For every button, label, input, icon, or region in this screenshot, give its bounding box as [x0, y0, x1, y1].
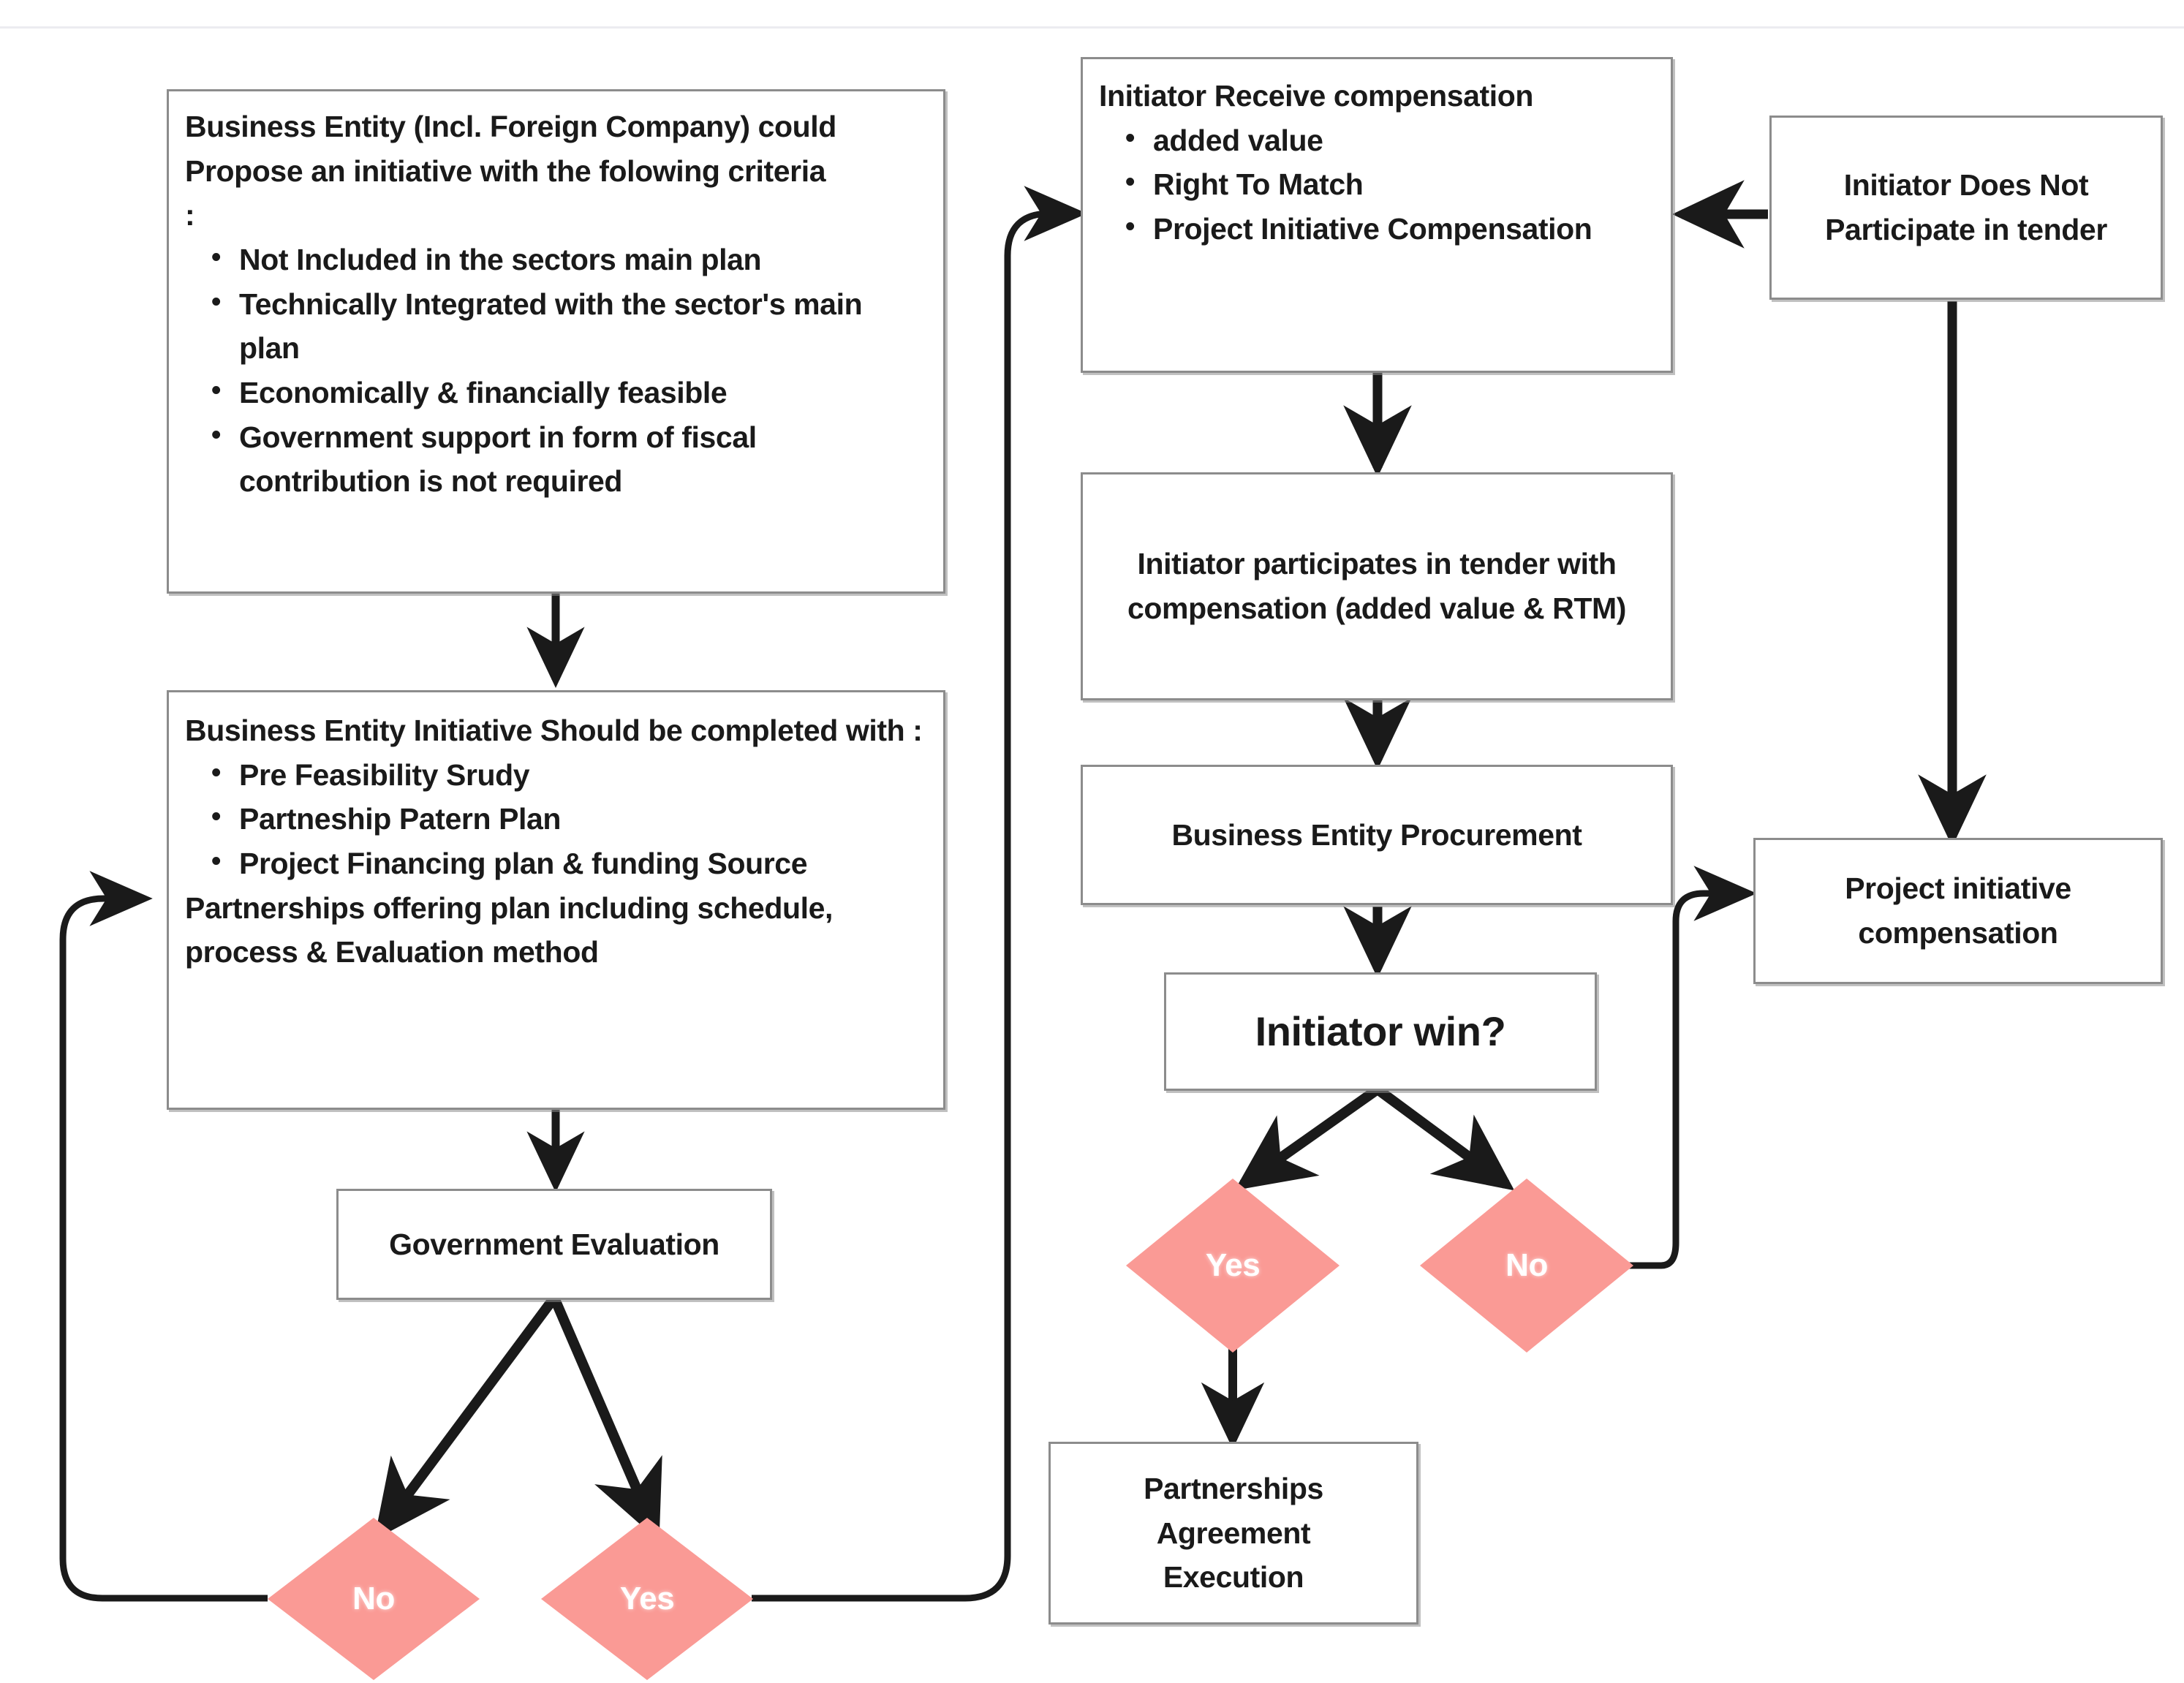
- decision-label: No: [352, 1581, 395, 1616]
- node-business-entity-procurement[interactable]: Business Entity Procurement: [1081, 765, 1673, 905]
- government-evaluation-label: Government Evaluation: [389, 1227, 719, 1261]
- decision-label: Yes: [619, 1581, 675, 1616]
- decision-label: No: [1505, 1247, 1548, 1283]
- diamond-shape: No: [1420, 1179, 1633, 1353]
- edge-evaluation-to-no: [374, 1294, 559, 1540]
- edge-win-to-no: [1374, 1085, 1515, 1191]
- node-project-initiative-compensation[interactable]: Project initiative compensation: [1753, 838, 2163, 984]
- receive-compensation-heading: Initiator Receive compensation: [1099, 79, 1534, 113]
- list-item: Economically & financially feasible: [211, 370, 927, 415]
- diamond-shape: No: [268, 1518, 480, 1680]
- list-item: Technically Integrated with the sector's…: [211, 281, 927, 371]
- initiative-completion-bullets: Pre Feasibility Srudy Partneship Patern …: [185, 752, 927, 886]
- top-divider-rule: [0, 26, 2184, 29]
- node-initiator-win[interactable]: Initiator win?: [1164, 972, 1597, 1091]
- node-proposal-criteria[interactable]: Business Entity (Incl. Foreign Company) …: [167, 89, 945, 594]
- proposal-criteria-heading: Business Entity (Incl. Foreign Company) …: [185, 110, 836, 232]
- decision-win-yes[interactable]: Yes: [1126, 1179, 1340, 1353]
- initiative-completion-heading: Business Entity Initiative Should be com…: [185, 714, 923, 747]
- node-government-evaluation[interactable]: Government Evaluation: [336, 1189, 772, 1300]
- list-item: Project Initiative Compensation: [1125, 206, 1655, 251]
- node-initiative-completion[interactable]: Business Entity Initiative Should be com…: [167, 690, 945, 1110]
- node-initiator-does-not-participate[interactable]: Initiator Does Not Participate in tender: [1769, 116, 2163, 300]
- edge-evaluation-to-yes: [549, 1296, 662, 1541]
- list-item: Not Included in the sectors main plan: [211, 237, 927, 282]
- list-item: Partneship Patern Plan: [211, 796, 927, 842]
- partnerships-agreement-label: Partnerships Agreement Execution: [1144, 1471, 1323, 1595]
- proposal-criteria-bullets: Not Included in the sectors main plan Te…: [185, 237, 927, 504]
- list-item: Pre Feasibility Srudy: [211, 752, 927, 798]
- initiator-win-label: Initiator win?: [1255, 1008, 1506, 1055]
- list-item: Project Financing plan & funding Source: [211, 841, 927, 886]
- initiator-does-not-participate-label: Initiator Does Not Participate in tender: [1825, 168, 2107, 246]
- business-entity-procurement-label: Business Entity Procurement: [1171, 817, 1582, 852]
- project-initiative-compensation-label: Project initiative compensation: [1845, 871, 2079, 950]
- list-item: Right To Match: [1125, 162, 1655, 207]
- list-item: Government support in form of fiscal con…: [211, 415, 927, 504]
- edge-win-to-yes: [1234, 1085, 1381, 1191]
- list-item: added value: [1125, 118, 1655, 163]
- initiator-participates-label: Initiator participates in tender with co…: [1127, 547, 1626, 625]
- decision-win-no[interactable]: No: [1420, 1179, 1633, 1353]
- initiative-completion-trailing: Partnerships offering plan including sch…: [185, 890, 834, 969]
- node-initiator-receive-compensation[interactable]: Initiator Receive compensation added val…: [1081, 57, 1673, 373]
- diamond-shape: Yes: [1126, 1179, 1340, 1353]
- decision-gov-eval-yes[interactable]: Yes: [541, 1518, 753, 1680]
- node-partnerships-agreement-execution[interactable]: Partnerships Agreement Execution: [1048, 1442, 1418, 1625]
- diamond-shape: Yes: [541, 1518, 753, 1680]
- decision-label: Yes: [1205, 1247, 1261, 1283]
- node-initiator-participates[interactable]: Initiator participates in tender with co…: [1081, 472, 1673, 700]
- decision-gov-eval-no[interactable]: No: [268, 1518, 480, 1680]
- receive-compensation-bullets: added value Right To Match Project Initi…: [1099, 118, 1655, 251]
